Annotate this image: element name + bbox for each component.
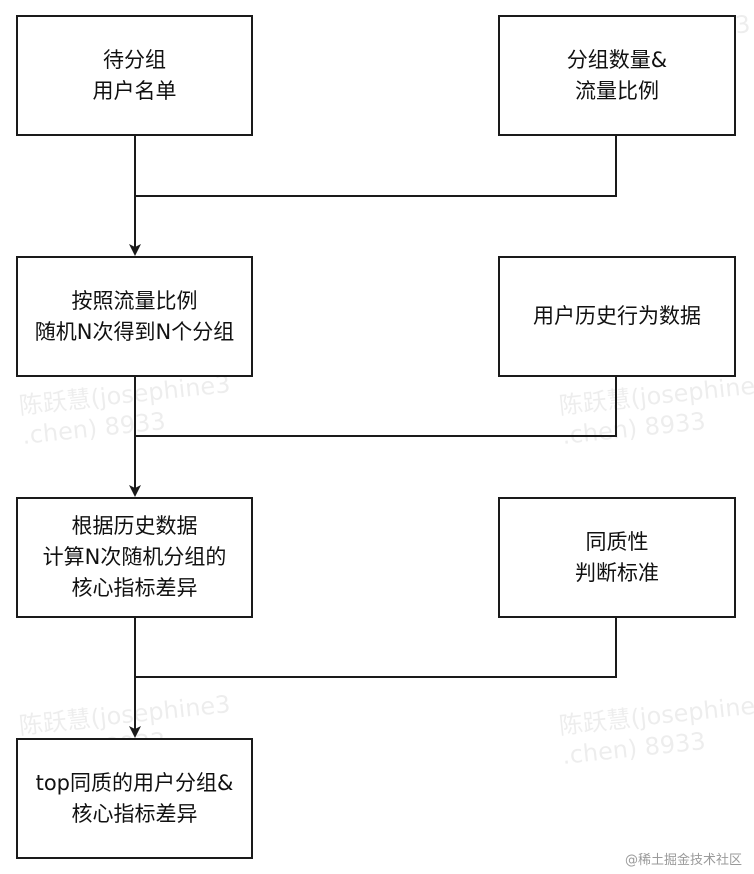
node-top-result: top同质的用户分组&核心指标差异 (16, 738, 253, 859)
connector-4-merge (135, 377, 617, 437)
node-label: 待分组 (103, 47, 166, 72)
node-homogeneity: 同质性判断标准 (498, 497, 736, 618)
node-label: 判断标准 (575, 560, 659, 585)
node-label: 同质性 (585, 529, 649, 554)
node-pending-users: 待分组用户名单 (16, 15, 253, 136)
node-label: 核心指标差异 (71, 576, 198, 600)
node-history-data: 用户历史行为数据 (498, 256, 736, 377)
node-compute-diff: 根据历史数据计算N次随机分组的核心指标差异 (16, 497, 253, 618)
node-label: 计算N次随机分组的 (42, 545, 227, 569)
node-label: top同质的用户分组& (35, 770, 234, 795)
source-credit: @稀土掘金技术社区 (624, 853, 742, 868)
node-group-ratio: 分组数量&流量比例 (498, 15, 736, 136)
node-label: 随机N次得到N个分组 (34, 319, 235, 344)
node-label: 按照流量比例 (71, 288, 198, 313)
node-label: 流量比例 (574, 78, 659, 103)
node-label: 根据历史数据 (71, 514, 198, 538)
connector-6-merge (135, 618, 617, 678)
node-label: 用户名单 (92, 78, 177, 103)
node-label: 分组数量& (566, 47, 668, 72)
node-label: 用户历史行为数据 (533, 304, 701, 328)
connector-2-merge (135, 136, 617, 197)
node-label: 核心指标差异 (71, 801, 198, 826)
node-random-split: 按照流量比例随机N次得到N个分组 (16, 256, 253, 377)
